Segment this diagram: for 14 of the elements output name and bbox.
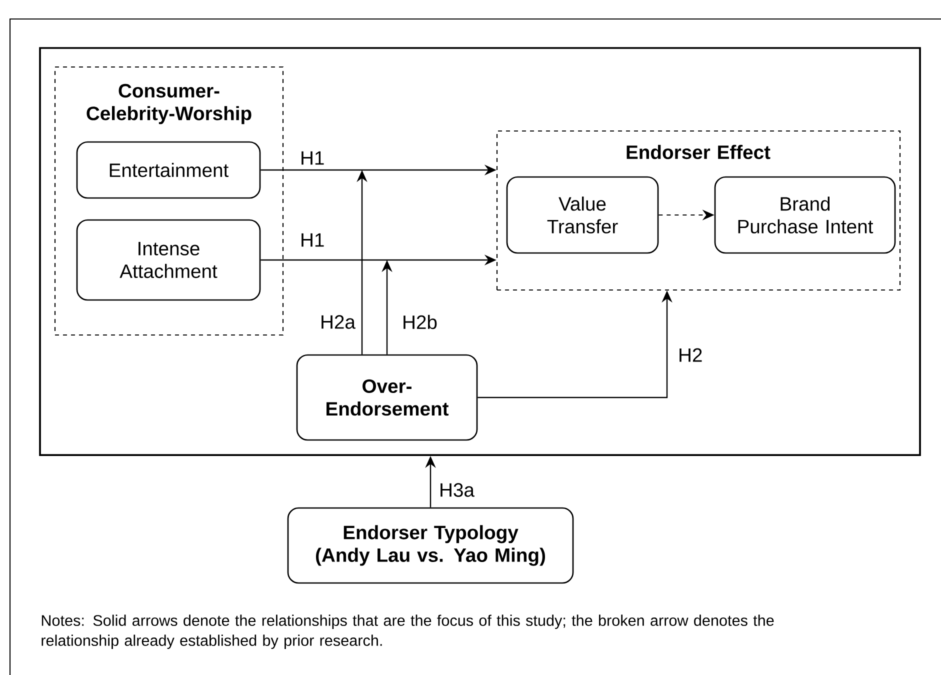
rounded-box: Endorser Typology (Andy Lau vs. Yao Ming) (287, 507, 574, 584)
edge-label: H2a (322, 315, 356, 329)
edge-label: H1 (302, 233, 324, 247)
rounded-box: Entertainment (76, 141, 261, 199)
frame-box (39, 47, 921, 456)
rounded-box: Value Transfer (506, 176, 659, 254)
rounded-box: Brand Purchase Intent (714, 176, 896, 254)
rounded-box: Intense Attachment (76, 219, 261, 301)
edge-label: H1 (302, 151, 324, 165)
edge-label: H2b (404, 314, 437, 330)
edge-label: H3a (440, 483, 474, 497)
rounded-box: Over- Endorsement (296, 354, 478, 441)
edge-label: H2 (680, 348, 702, 362)
note-text: Notes: Solid arrows denote the relationships that are the focus of this study; the broken arrow denotes the relationship already established by prior research. (42, 614, 774, 649)
